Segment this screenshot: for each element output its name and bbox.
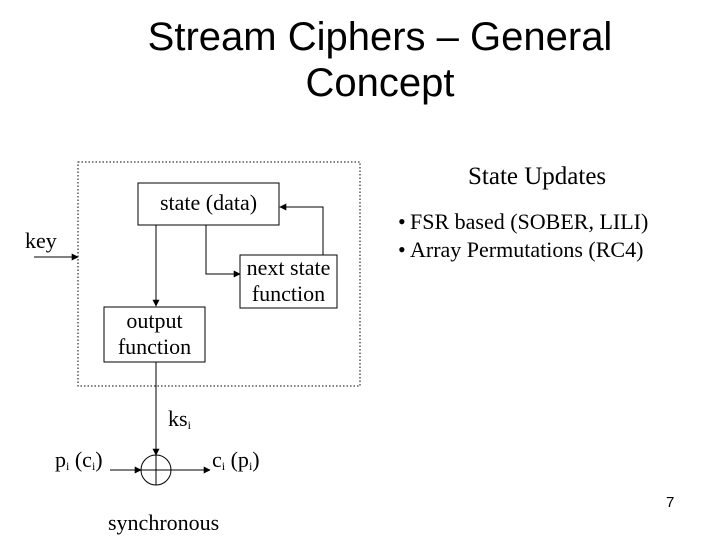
state-updates-heading: State Updates — [468, 163, 607, 190]
state-updates-item: •FSR based (SOBER, LILI) — [398, 208, 648, 236]
input-alt-close: ) — [95, 447, 103, 472]
state-to-next-state-arrow — [205, 225, 241, 278]
output-line-2: function — [117, 334, 192, 359]
state-box-label: state (data) — [159, 190, 258, 215]
output-subscript: i — [221, 459, 226, 473]
next-state-function-label: next state function — [236, 255, 341, 307]
page-number: 7 — [666, 494, 675, 511]
keystream-label: ksi — [168, 406, 191, 438]
output-function-label: output function — [104, 308, 205, 360]
key-label: key — [25, 228, 57, 253]
bullet-icon: • — [398, 209, 406, 234]
output-label: ci (pi) — [212, 447, 260, 479]
output-box — [103, 306, 206, 363]
next-state-box — [239, 254, 338, 309]
input-label: pi (ci) — [55, 447, 103, 479]
next-state-feedback-arrow — [279, 203, 324, 255]
output-symbol: c — [212, 447, 222, 472]
ks-text: ks — [168, 406, 188, 431]
slide-title: Stream Ciphers – General Concept — [80, 14, 680, 106]
xor-icon — [140, 454, 172, 486]
output-alt-symbol: (p — [230, 447, 249, 472]
generator-enclosure — [77, 161, 361, 387]
state-updates-item-text: Array Permutations (RC4) — [410, 237, 644, 262]
output-alt-close: ) — [252, 447, 260, 472]
next-state-line-2: function — [251, 281, 326, 306]
state-updates-item-text: FSR based (SOBER, LILI) — [410, 209, 649, 234]
slide-title-line-1: Stream Ciphers – General — [147, 15, 613, 59]
state-updates-item: •Array Permutations (RC4) — [398, 236, 648, 264]
next-state-line-1: next state — [246, 255, 331, 280]
bullet-icon: • — [398, 237, 406, 262]
mode-label: synchronous — [108, 510, 220, 535]
input-symbol: p — [55, 447, 66, 472]
input-subscript: i — [66, 459, 70, 473]
slide-title-line-2: Concept — [305, 61, 455, 105]
output-line-1: output — [126, 308, 183, 333]
state-updates-list: •FSR based (SOBER, LILI) •Array Permutat… — [398, 208, 648, 264]
output-alt-subscript: i — [248, 459, 253, 473]
input-alt-symbol: (c — [74, 447, 92, 472]
ks-subscript: i — [187, 418, 191, 432]
state-box — [137, 182, 280, 226]
input-alt-subscript: i — [91, 459, 96, 473]
